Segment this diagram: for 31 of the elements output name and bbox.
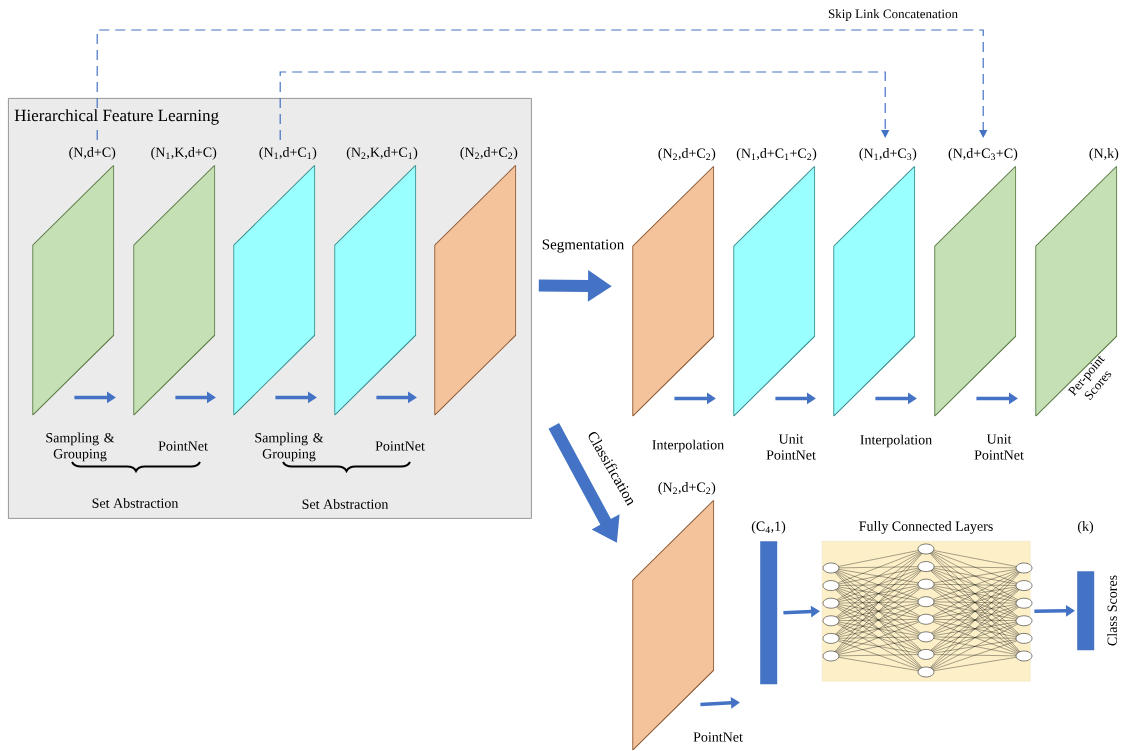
dimension-label: (C$_{4}$,1) xyxy=(751,521,786,534)
output-label: Class Scores xyxy=(1107,575,1117,646)
edge-label: Sampling & Grouping xyxy=(46,432,115,462)
group-label: Set Abstraction xyxy=(92,498,179,508)
edge-label: Interpolation xyxy=(860,434,932,448)
edge-label: Unit PointNet xyxy=(766,434,816,460)
edge-label: Unit PointNet xyxy=(974,434,1024,460)
dimension-label: (N$_{1}$,d+C$_{1}$) xyxy=(259,147,317,160)
edge-label: Interpolation xyxy=(652,439,724,453)
edge-label: PointNet xyxy=(375,441,425,451)
dimension-label: (N,k) xyxy=(1089,148,1119,161)
dimension-label: (N,d+C) xyxy=(69,147,116,160)
arrow xyxy=(279,71,890,141)
dimension-label: (N$_{2}$,d+C$_{2}$) xyxy=(460,147,518,160)
edge-label: Sampling & Grouping xyxy=(255,432,324,462)
layer-title: Fully Connected Layers xyxy=(859,521,993,534)
group-label: Set Abstraction xyxy=(302,499,389,509)
dimension-label: (N,d+C$_{3}$+C) xyxy=(948,148,1018,161)
edge-label: PointNet xyxy=(158,441,208,451)
arrow xyxy=(96,29,988,141)
dimension-label: (N$_{1}$,d+C$_{1}$+C$_{2}$) xyxy=(736,148,817,161)
dimension-label: (N$_{1}$,d+C$_{3}$) xyxy=(859,148,917,161)
edge-label: Skip Link Concatenation xyxy=(828,9,958,21)
dimension-label: (N$_{1}$,K,d+C) xyxy=(151,147,217,160)
dimension-label: (N$_{2}$,d+C$_{2}$) xyxy=(658,482,716,495)
dimension-label: (N$_{2}$,d+C$_{2}$) xyxy=(658,148,716,161)
dimension-label: (k) xyxy=(1077,521,1094,534)
group-title: Hierarchical Feature Learning xyxy=(13,108,221,126)
edge-label: Segmentation xyxy=(542,239,625,253)
dimension-label: (N$_{2}$,K,d+C$_{1}$) xyxy=(346,147,418,160)
edge-label: PointNet xyxy=(693,732,743,742)
